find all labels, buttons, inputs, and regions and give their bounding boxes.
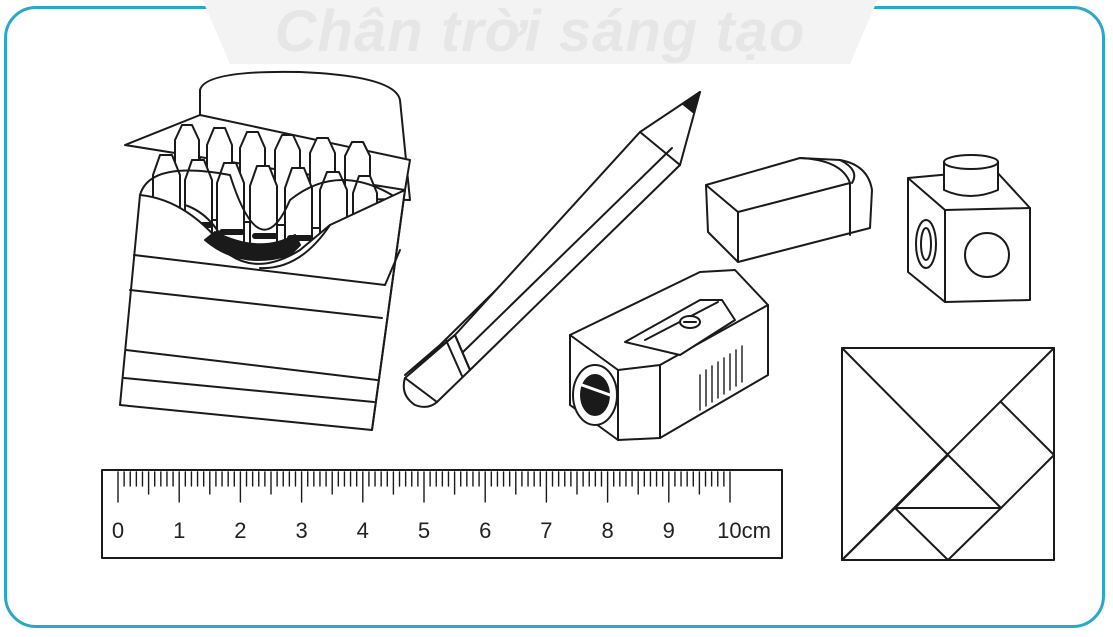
- watermark-band: [202, 0, 878, 64]
- pencil-icon: [402, 91, 701, 408]
- cube-icon: [907, 154, 1031, 303]
- ruler-label: 2: [234, 518, 246, 543]
- ruler-label: 5: [418, 518, 430, 543]
- watermark-text: Chân trời sáng tạo: [274, 0, 806, 64]
- ruler-label: 8: [601, 518, 613, 543]
- ruler-label: 10cm: [717, 518, 771, 543]
- ruler-label: 1: [173, 518, 185, 543]
- ruler-labels: 0 1 2 3 4 5 6 7 8 9 10cm: [112, 518, 771, 543]
- ruler-label: 3: [295, 518, 307, 543]
- watermark: Chân trời sáng tạo: [190, 0, 890, 74]
- ruler-label: 6: [479, 518, 491, 543]
- crayon-box-icon: [119, 70, 411, 431]
- ruler-icon: [101, 469, 783, 559]
- ruler-label: 4: [357, 518, 369, 543]
- ruler-label: 7: [540, 518, 552, 543]
- sharpener-icon: [569, 269, 769, 441]
- ruler-label: 9: [663, 518, 675, 543]
- ruler-label: 0: [112, 518, 124, 543]
- tangram-icon: [841, 347, 1055, 561]
- eraser-icon: [705, 157, 873, 263]
